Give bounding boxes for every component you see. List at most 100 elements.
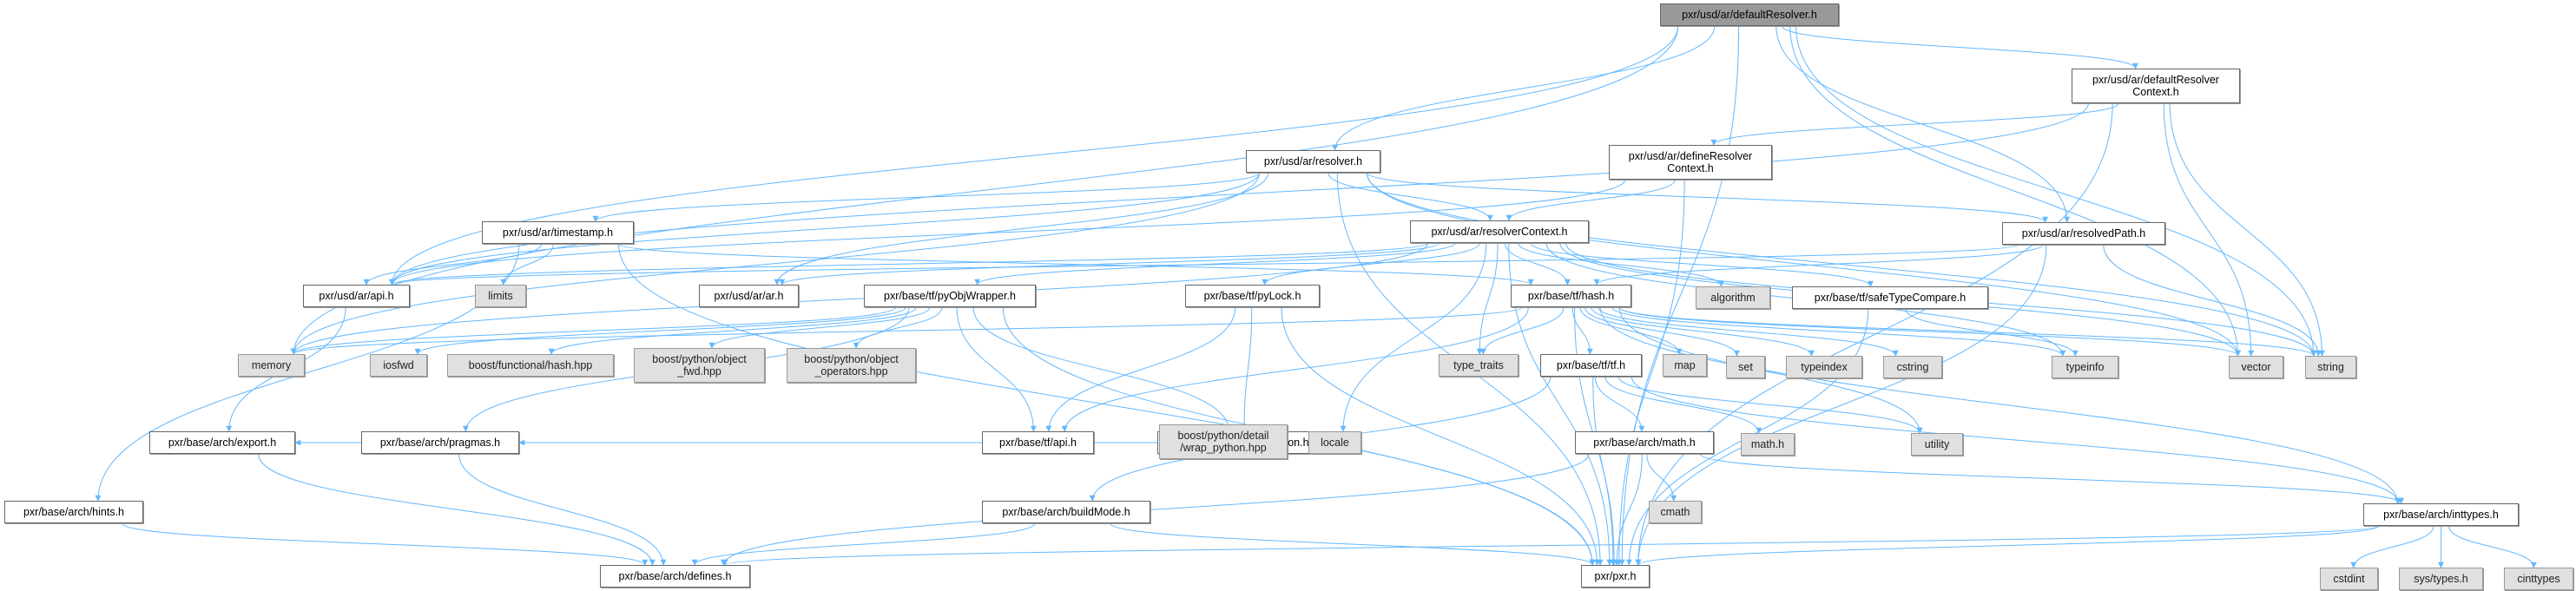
node-algorithm: algorithm <box>1696 286 1770 309</box>
edge-default-resolver-to-string <box>1795 25 2317 357</box>
edge-default-resolver-context-to-vector <box>2163 102 2255 357</box>
edge-resolver-to-memory <box>290 172 1260 355</box>
node-ar-api[interactable]: pxr/usd/ar/api.h <box>303 285 410 307</box>
edge-hash-to-string <box>1618 306 2317 357</box>
node-cinttypes: cinttypes <box>2504 568 2573 590</box>
edge-resolved-path-to-hash <box>1593 244 2044 286</box>
edge-hash-to-typeindex <box>1591 306 1815 357</box>
edge-hash-to-tf-api <box>1061 306 1529 432</box>
node-define-resolver-context[interactable]: pxr/usd/ar/defineResolver Context.h <box>1609 145 1772 180</box>
node-type-traits: type_traits <box>1439 354 1519 377</box>
edge-build-mode-to-pxr <box>1110 522 1596 566</box>
edge-timestamp-to-limits <box>500 243 554 286</box>
node-default-resolver-context[interactable]: pxr/usd/ar/defaultResolver Context.h <box>2072 69 2240 103</box>
node-resolved-path[interactable]: pxr/usd/ar/resolvedPath.h <box>2002 222 2165 245</box>
edge-timestamp-to-hash <box>618 243 1534 286</box>
edge-py-lock-to-tf-api <box>1045 306 1236 432</box>
edge-resolver-to-vector <box>1367 172 2241 357</box>
edge-resolver-context-to-memory <box>290 242 1429 355</box>
edge-resolver-context-to-algorithm <box>1518 242 1724 287</box>
edge-default-resolver-context-to-string <box>2169 102 2325 357</box>
node-map: map <box>1663 354 1707 377</box>
node-resolver-context[interactable]: pxr/usd/ar/resolverContext.h <box>1410 220 1589 243</box>
node-object-ops: boost/python/object _operators.hpp <box>787 348 916 383</box>
edge-resolver-context-to-type-traits <box>1476 242 1499 355</box>
edge-py-obj-wrapper-to-py-safe-python <box>972 306 1233 432</box>
edge-hash-to-tf-h <box>1571 306 1593 355</box>
edge-py-obj-wrapper-to-boost-hash <box>548 306 917 355</box>
edge-default-resolver-to-resolver <box>1332 25 1716 151</box>
node-locale: locale <box>1308 431 1361 454</box>
edge-py-lock-to-py-safe-python <box>1241 306 1253 432</box>
node-string: string <box>2305 356 2356 378</box>
edge-inttypes-to-cinttypes <box>2448 525 2537 568</box>
node-export[interactable]: pxr/base/arch/export.h <box>149 431 295 454</box>
edge-resolver-to-timestamp <box>592 172 1260 222</box>
edge-resolver-context-to-py-lock <box>1262 242 1480 286</box>
node-wrap-python: boost/python/detail /wrap_python.hpp <box>1159 424 1288 459</box>
edge-default-resolver-to-ar-api <box>389 25 1679 286</box>
node-defines[interactable]: pxr/base/arch/defines.h <box>600 565 750 588</box>
edge-py-obj-wrapper-to-object-fwd <box>708 306 931 349</box>
edge-hash-to-inttypes <box>1618 306 2401 504</box>
edge-define-resolver-context-to-ar-api <box>389 179 1626 286</box>
node-timestamp[interactable]: pxr/usd/ar/timestamp.h <box>482 221 634 244</box>
node-build-mode[interactable]: pxr/base/arch/buildMode.h <box>982 501 1150 523</box>
edge-default-resolver-to-default-resolver-context <box>1781 25 2138 69</box>
edge-resolver-context-to-locale <box>1340 242 1487 432</box>
node-arch-math[interactable]: pxr/base/arch/math.h <box>1575 431 1714 454</box>
node-tf-h[interactable]: pxr/base/tf/tf.h <box>1540 354 1642 377</box>
node-pragmas[interactable]: pxr/base/arch/pragmas.h <box>361 431 519 454</box>
edge-hash-to-cstring <box>1598 306 1899 357</box>
edge-hash-to-vector <box>1618 306 2241 357</box>
edge-resolver-to-ar-api <box>389 172 1260 286</box>
edge-resolver-to-resolver-context <box>1328 172 1493 221</box>
node-memory: memory <box>238 354 305 377</box>
node-cmath: cmath <box>1649 501 1702 523</box>
node-py-obj-wrapper[interactable]: pxr/base/tf/pyObjWrapper.h <box>864 285 1036 307</box>
edge-hash-to-set <box>1584 306 1740 357</box>
edge-default-resolver-context-to-define-resolver-context <box>1710 102 2119 146</box>
edge-py-obj-wrapper-to-memory <box>290 306 896 355</box>
edge-arch-math-to-cmath <box>1646 453 1677 502</box>
node-ar-h[interactable]: pxr/usd/ar/ar.h <box>699 285 799 307</box>
node-inttypes[interactable]: pxr/base/arch/inttypes.h <box>2363 503 2519 526</box>
edge-resolver-context-to-hash <box>1505 242 1571 286</box>
node-tf-api[interactable]: pxr/base/tf/api.h <box>982 431 1094 454</box>
node-default-resolver[interactable]: pxr/usd/ar/defaultResolver.h <box>1660 3 1839 26</box>
edge-tf-h-to-math-h <box>1604 376 1762 434</box>
edge-resolver-to-string <box>1367 172 2317 357</box>
edge-tf-h-to-utility <box>1617 376 1923 434</box>
edge-resolved-path-to-ar-api <box>389 244 2019 286</box>
edge-hash-to-typeinfo <box>1611 306 2066 357</box>
node-hints[interactable]: pxr/base/arch/hints.h <box>4 501 143 523</box>
node-py-lock[interactable]: pxr/base/tf/pyLock.h <box>1185 285 1320 307</box>
edge-hints-to-defines <box>121 522 649 566</box>
edge-default-resolver-context-to-pxr <box>1635 102 2113 566</box>
edge-define-resolver-context-to-pxr <box>1616 179 1685 566</box>
node-boost-hash: boost/functional/hash.hpp <box>447 354 614 377</box>
edge-arch-math-to-inttypes <box>1699 453 2404 504</box>
edge-inttypes-to-cstdint <box>2350 525 2434 568</box>
edge-arch-math-to-pxr <box>1613 453 1643 566</box>
node-pxr[interactable]: pxr/pxr.h <box>1581 565 1650 588</box>
edge-py-obj-wrapper-to-iosfwd <box>414 306 906 355</box>
edge-tf-h-to-pxr <box>1592 376 1617 566</box>
edge-py-lock-to-pxr <box>1281 306 1601 566</box>
edge-define-resolver-context-to-resolver-context <box>1505 179 1676 221</box>
node-resolver[interactable]: pxr/usd/ar/resolver.h <box>1246 150 1380 173</box>
edge-inttypes-to-pxr <box>1635 525 2380 566</box>
edge-default-resolver-to-vector <box>1789 25 2241 357</box>
node-typeindex: typeindex <box>1786 356 1862 378</box>
node-cstring: cstring <box>1883 356 1942 378</box>
edge-py-obj-wrapper-to-tf-api <box>956 306 1037 432</box>
edge-resolver-to-ar-h <box>774 172 1268 286</box>
edge-timestamp-to-ar-api <box>363 243 543 286</box>
node-iosfwd: iosfwd <box>370 354 427 377</box>
node-safe-type-compare[interactable]: pxr/base/tf/safeTypeCompare.h <box>1792 286 1988 309</box>
node-hash[interactable]: pxr/base/tf/hash.h <box>1511 285 1631 307</box>
edge-resolver-to-resolved-path <box>1367 172 2048 223</box>
edge-pragmas-to-defines <box>458 453 667 566</box>
